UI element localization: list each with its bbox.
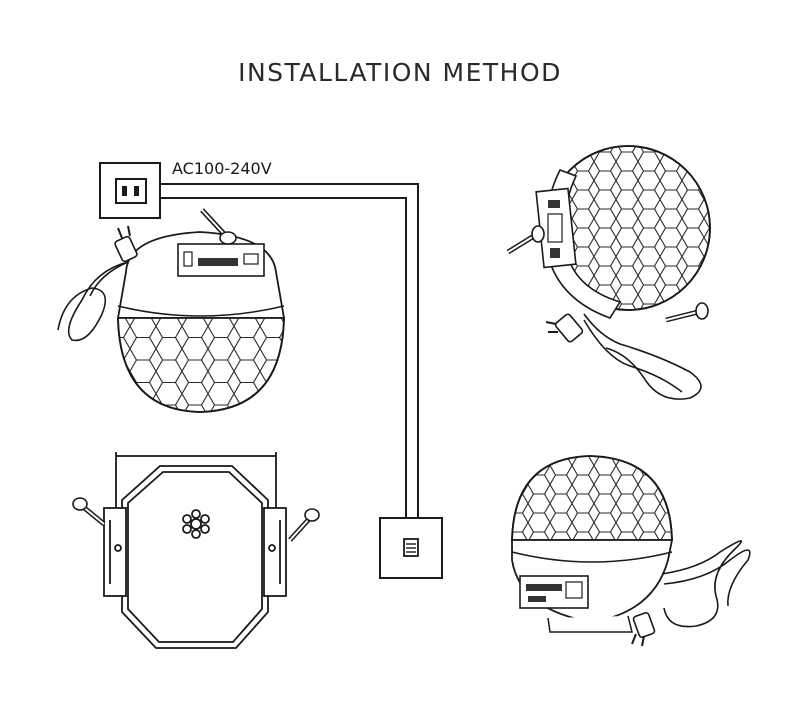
wiring-lines (160, 183, 419, 518)
wall-socket-icon (99, 162, 161, 219)
disco-ball-light-icon (511, 455, 751, 647)
screw-icon (288, 508, 320, 542)
screw-icon (72, 497, 106, 526)
power-plug-icon (631, 611, 656, 647)
disco-ball-light-icon (57, 225, 286, 413)
page-title: INSTALLATION METHOD (238, 58, 562, 87)
power-plug-icon (545, 313, 584, 343)
power-plug-icon (114, 225, 138, 263)
voltage-label: AC100-240V (172, 159, 272, 178)
screw-icon (665, 302, 709, 323)
screw-icon (200, 208, 237, 245)
wall-switch-icon (379, 517, 443, 579)
screw-icon (506, 225, 545, 255)
mounting-bracket-icon (103, 452, 287, 649)
disco-ball-light-icon (535, 145, 711, 400)
